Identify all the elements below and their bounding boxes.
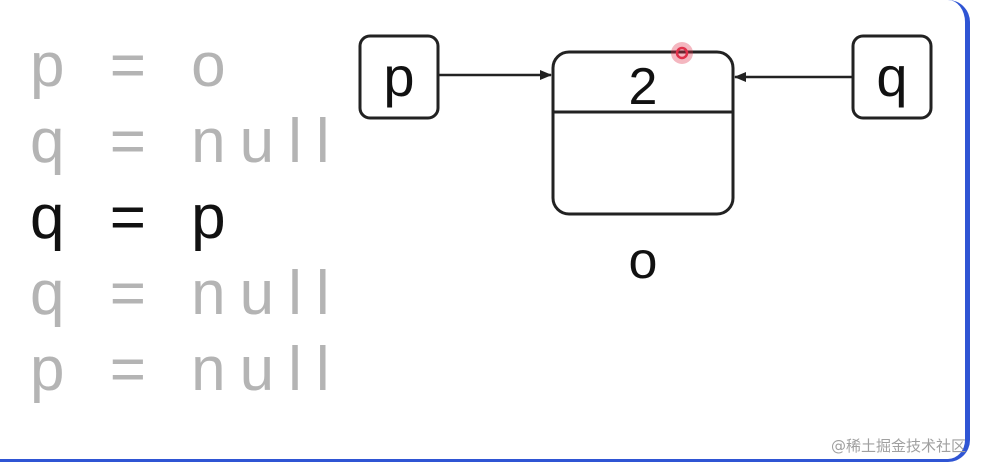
variable-label-q: q [876, 45, 907, 108]
object-box [551, 50, 735, 216]
object-value: 2 [629, 58, 658, 116]
code-line-4: q = null [30, 259, 344, 328]
code-line-1: p = o [30, 31, 240, 100]
variable-box-p [358, 34, 440, 120]
code-line-2: q = null [30, 107, 344, 176]
code-line-3-active: q = p [30, 183, 240, 252]
cursor-dot [671, 42, 693, 64]
watermark: @稀土掘金技术社区 [830, 437, 966, 455]
variable-label-p: p [383, 45, 414, 108]
code-line-5: p = null [30, 335, 344, 404]
code-listing: p = o q = null q = p q = null p = null [30, 28, 344, 408]
object-name: o [629, 232, 658, 290]
cursor-dot-core [675, 46, 689, 60]
